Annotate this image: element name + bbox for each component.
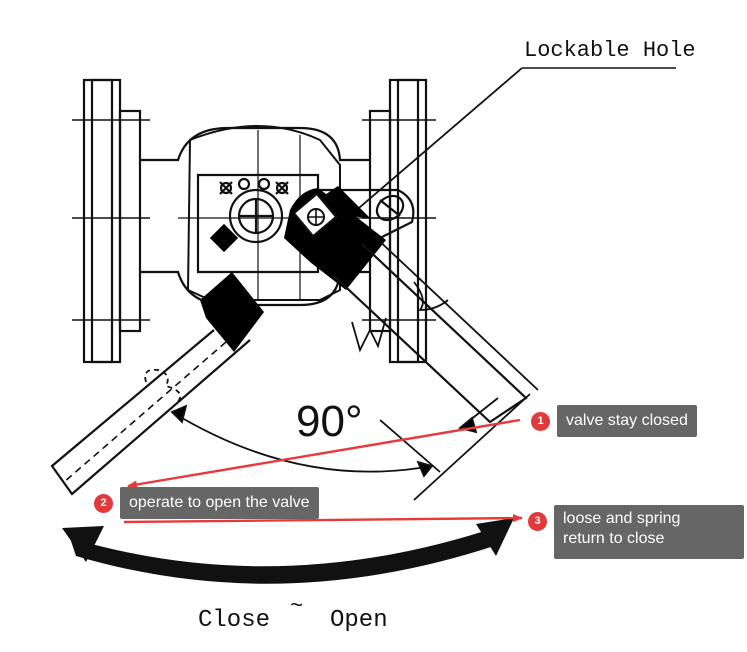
handle-base [196, 173, 415, 274]
lockable-hole [375, 194, 405, 222]
left-flange [72, 78, 150, 364]
callout-3-line-1: loose and spring [563, 510, 681, 527]
right-flange [362, 78, 436, 364]
callout-3: loose and spring return to close [554, 505, 744, 559]
lockable-hole-label: Lockable Hole [524, 38, 696, 63]
callout-3-badge: 3 [528, 512, 547, 531]
angle-dimension [170, 393, 531, 501]
annotation-arrows [123, 418, 523, 524]
range-separator: ~ [290, 594, 303, 619]
callout-1-badge: 1 [531, 412, 550, 431]
valve-body [140, 125, 390, 307]
callout-2-badge: 2 [94, 494, 113, 513]
handle-closed [284, 186, 539, 424]
range-arrow [62, 518, 514, 584]
callout-3-line-2: return to close [563, 530, 665, 547]
callout-2: operate to open the valve [120, 487, 319, 519]
callout-1: valve stay closed [557, 405, 697, 437]
close-label: Close [198, 607, 270, 634]
angle-label: 90° [296, 397, 363, 446]
open-label: Open [330, 607, 388, 634]
